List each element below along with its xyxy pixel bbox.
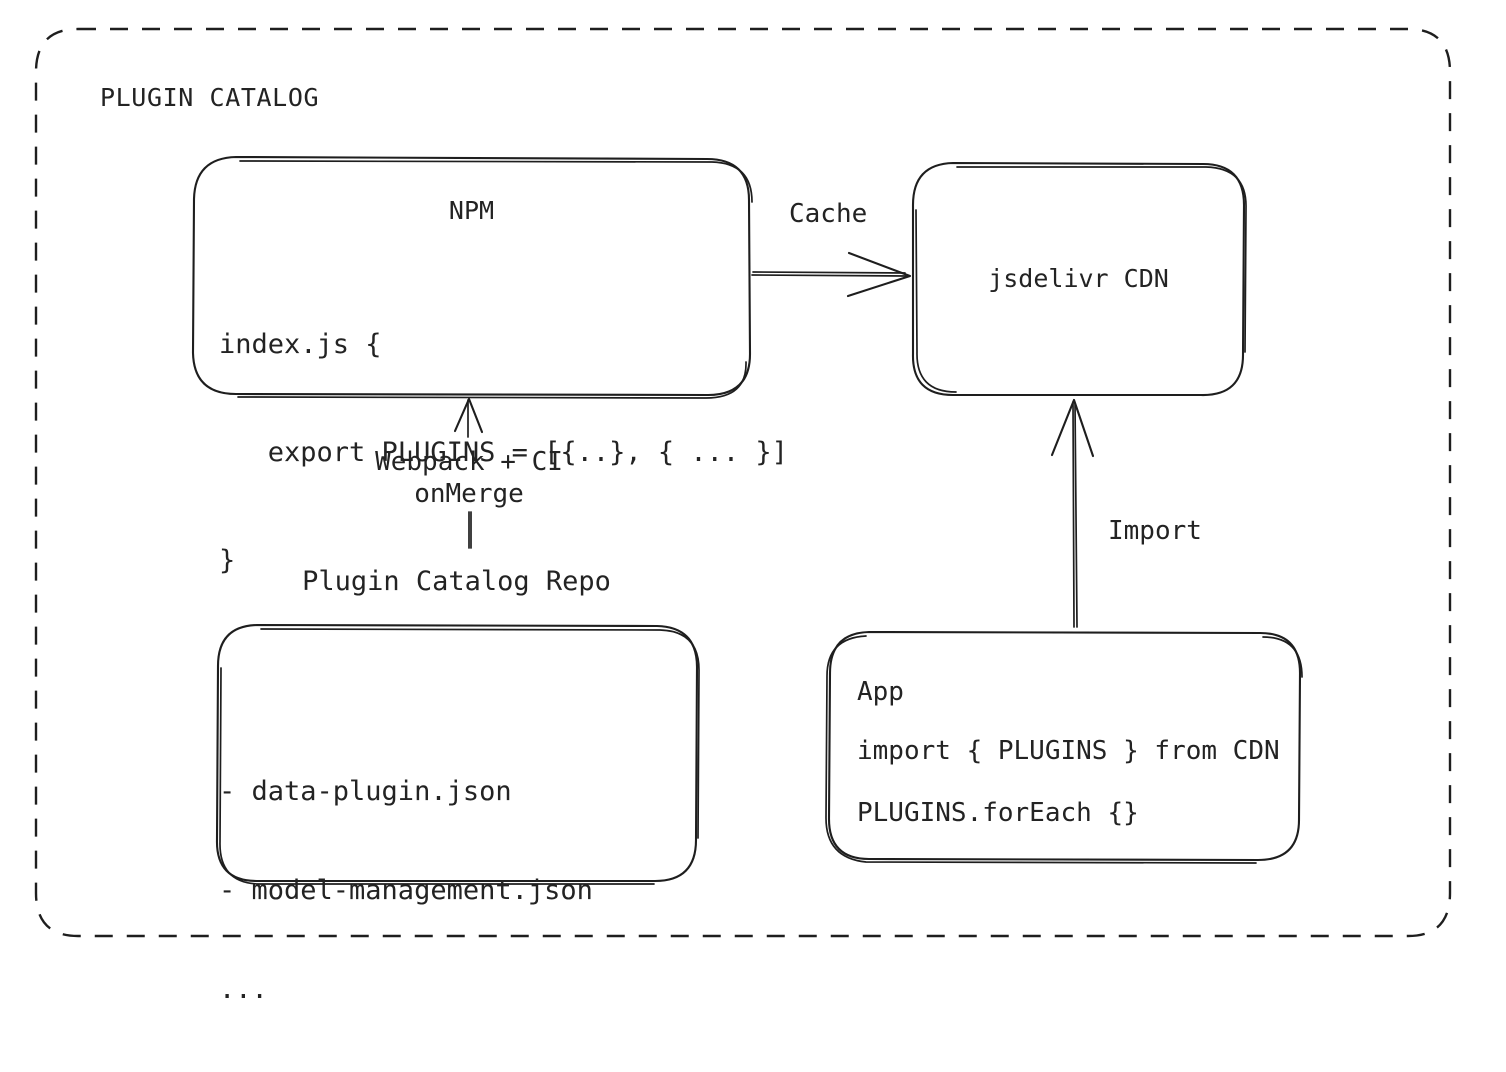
npm-box-shape (191, 155, 753, 399)
plugin-catalog-container-border (34, 27, 1452, 938)
import-edge-label: Import (1108, 516, 1202, 546)
diagram-canvas: PLUGIN CATALOG NPM index.js { export PLU… (34, 27, 1452, 1005)
npm-box-title: NPM (448, 196, 495, 225)
webpack-ci-edge-label-line2: onMerge (414, 479, 524, 509)
cache-edge-label: Cache (789, 199, 868, 229)
npm-code-line-2: export PLUGINS = [{..}, { ... }] (219, 437, 788, 468)
repo-box-shape (215, 623, 700, 885)
app-code-line-2: PLUGINS.forEach {} (857, 798, 1139, 828)
repo-file-list: - data-plugin.json - model-management.js… (219, 709, 593, 1072)
import-arrow (1050, 398, 1095, 628)
webpack-ci-arrow (453, 397, 484, 549)
diagram-vector-layer (34, 27, 1452, 938)
cdn-box-shape (911, 161, 1247, 397)
webpack-ci-edge-label-line1: Webpack + CI (375, 447, 563, 477)
repo-file-line-1: - data-plugin.json (219, 776, 512, 807)
app-code-line-1: import { PLUGINS } from CDN (857, 736, 1280, 766)
app-box-shape (825, 630, 1303, 864)
cache-arrow (751, 251, 912, 298)
cdn-box-title: jsdelivr CDN (988, 264, 1169, 293)
repo-file-line-3: ... (219, 974, 268, 1005)
npm-code-line-3: } (219, 545, 236, 576)
repo-file-line-2: - model-management.json (219, 875, 593, 906)
app-box-title: App (857, 677, 904, 707)
npm-code-block: index.js { export PLUGINS = [{..}, { ...… (219, 255, 788, 651)
container-title: PLUGIN CATALOG (100, 83, 320, 112)
repo-caption: Plugin Catalog Repo (302, 566, 611, 597)
npm-code-line-1: index.js { (219, 329, 382, 360)
